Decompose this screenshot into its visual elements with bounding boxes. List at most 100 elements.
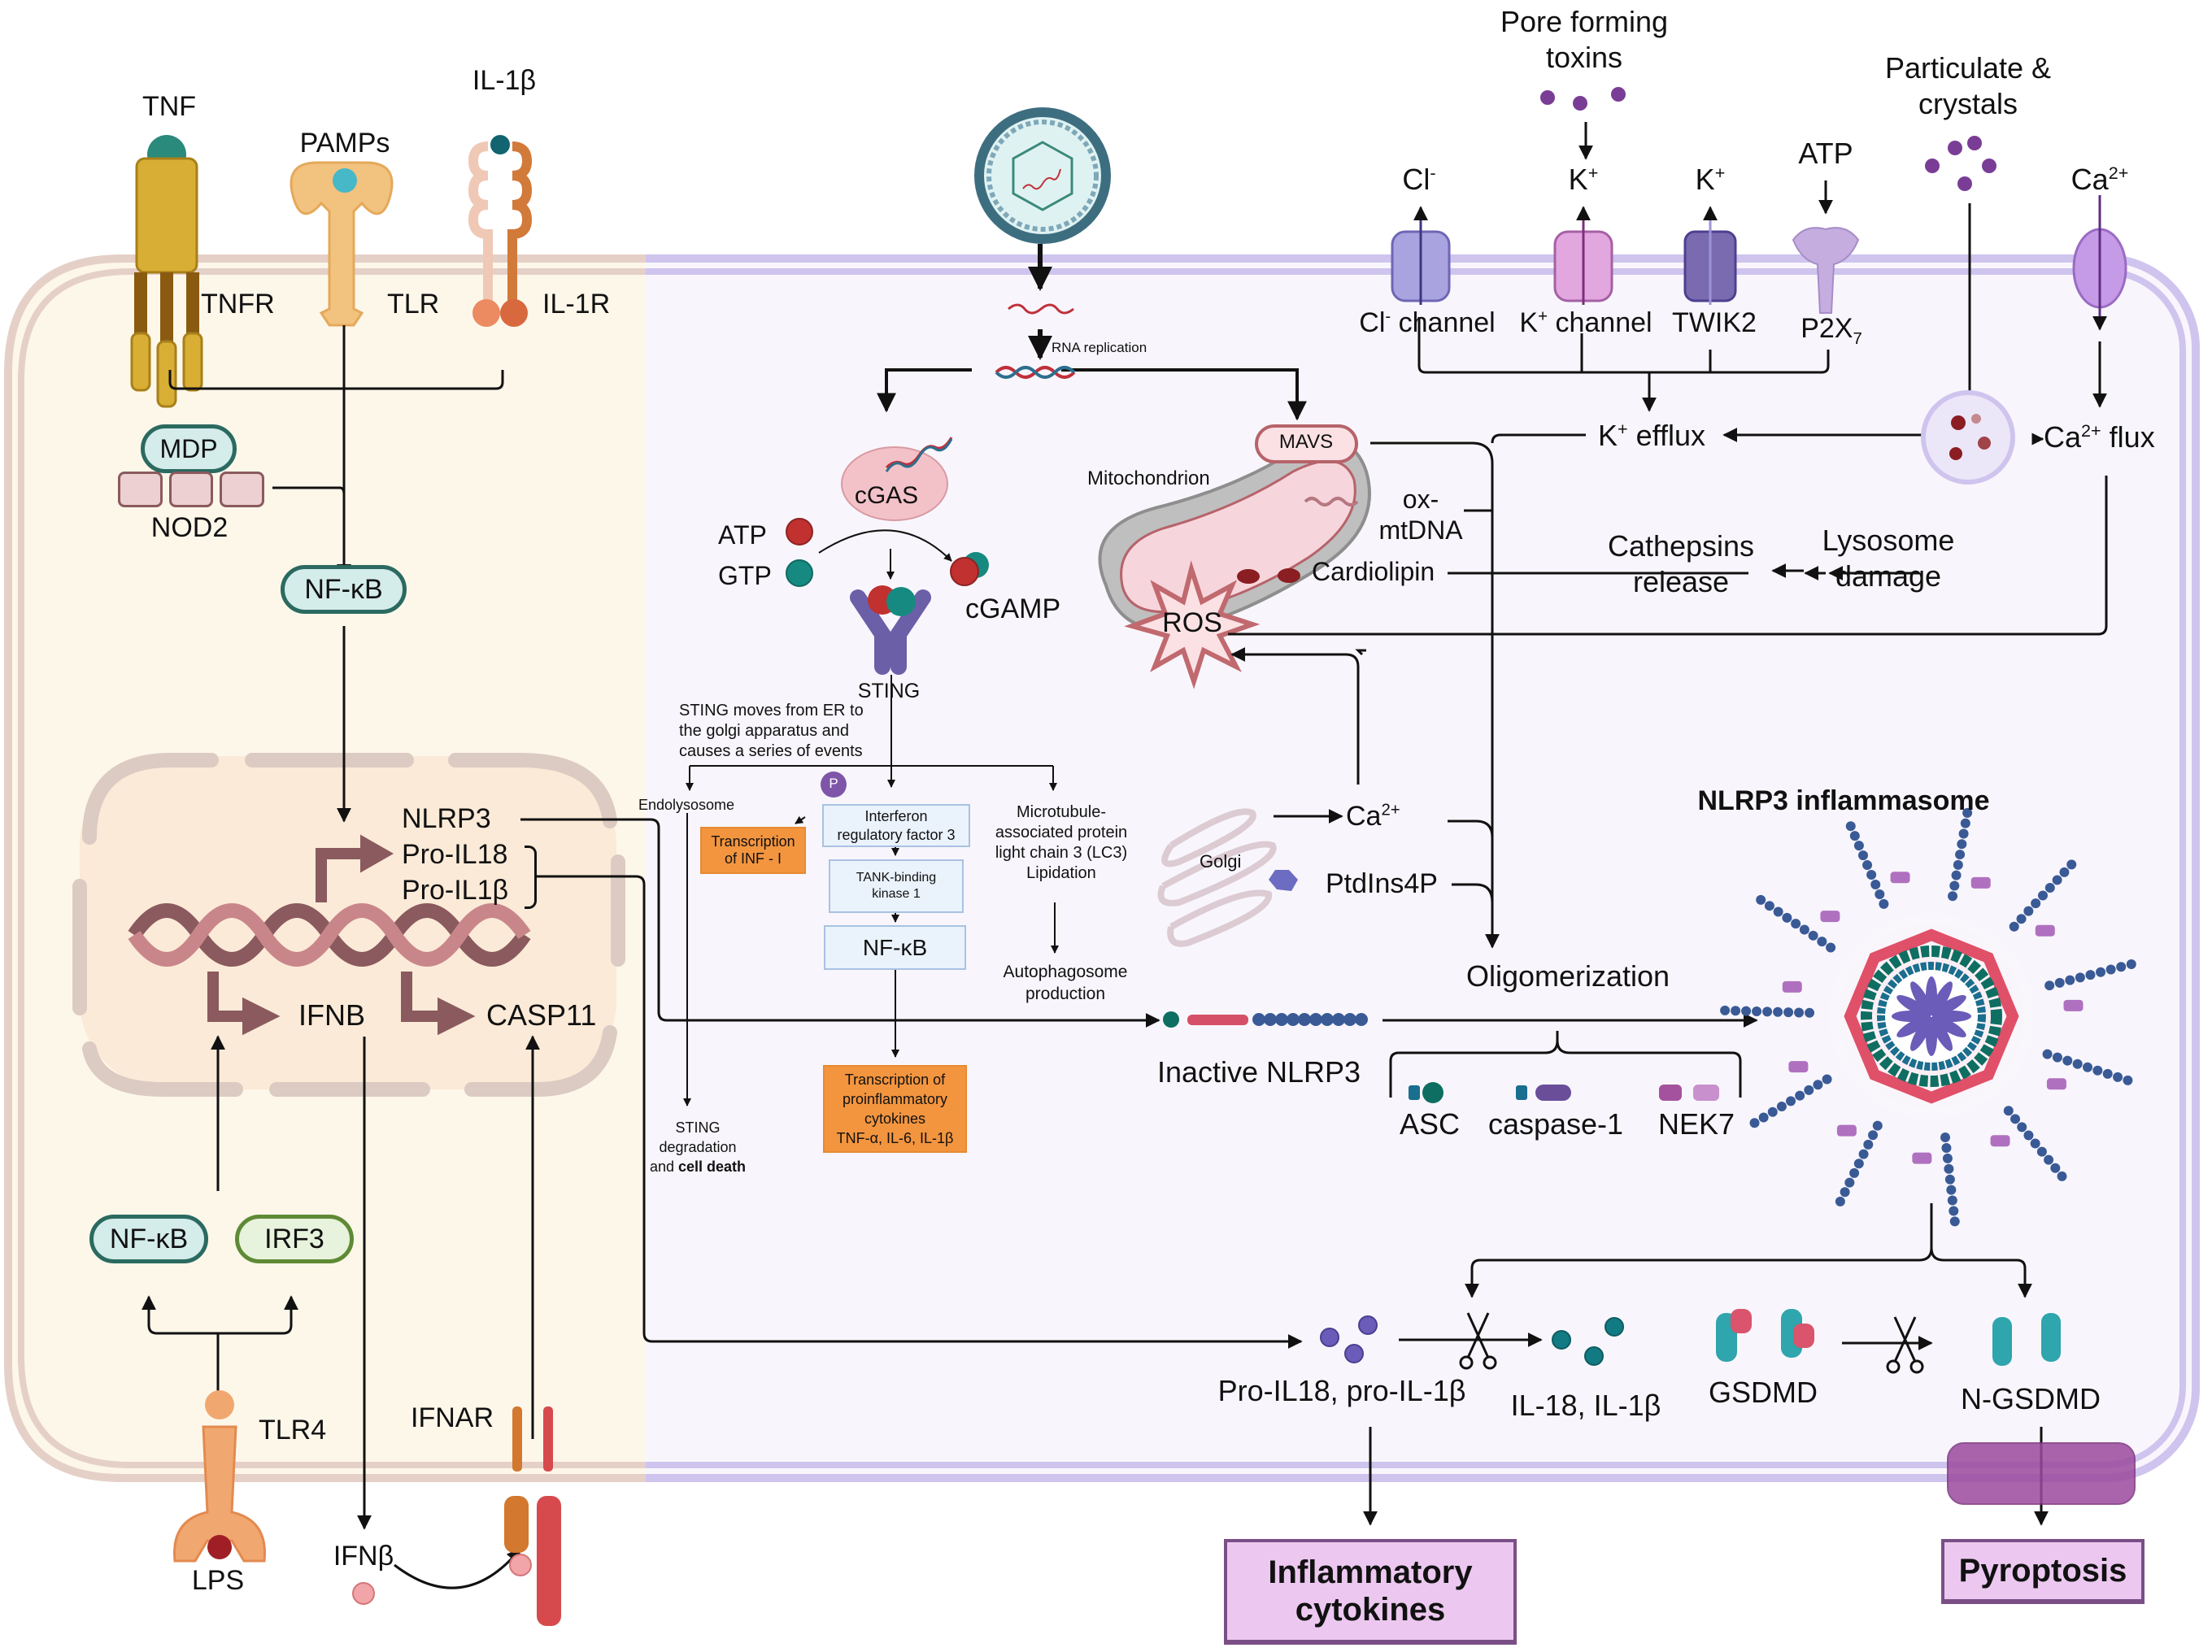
scissors-icon (1459, 1312, 1497, 1370)
inflammasome-arm (1912, 1132, 1960, 1227)
lc3-label: Microtubule- associated protein light ch… (995, 802, 1127, 884)
il1b-label: IL-1β (472, 65, 537, 96)
golgi-ca-label: Ca2+ (1346, 801, 1400, 833)
sting-degradation-line: STING (675, 1119, 721, 1136)
nlrp3-domain-bead (1853, 1159, 1864, 1169)
nlrp3-domain-bead (1948, 891, 1958, 902)
atp-label: ATP (718, 520, 767, 550)
inflammasome-petal (1910, 981, 1932, 1016)
nlrp3-domain-bead (1951, 870, 1962, 880)
nlrp3-domain-bead (1849, 831, 1860, 841)
dna-helix (128, 903, 531, 967)
transcription-inf-box: Transcription of INF - I (700, 827, 806, 874)
sting-note-line: the golgi apparatus and (679, 722, 850, 740)
cgas-label: cGAS (854, 482, 919, 509)
nlrp3-domain-bead (1813, 1080, 1823, 1090)
nlrp3-domain-bead (1808, 930, 1818, 941)
gene-arrows (207, 834, 476, 1036)
nlrp3-domain-bead (2037, 890, 2048, 901)
nlrp3-domain-bead (1946, 1185, 1957, 1195)
nlrp3-domain-bead (1773, 1006, 1783, 1017)
nlrp3-domain-bead (2059, 867, 2070, 877)
nlrp3-domain-bead (1866, 870, 1877, 880)
virus-particle (974, 107, 1111, 244)
nlrp3-domain-bead (2113, 1072, 2123, 1082)
tnfr-receptor (130, 135, 203, 408)
nlrp3-domain-bead (1791, 919, 1801, 929)
ion-text: Cl (1402, 163, 1430, 196)
pro-cytokine-molecules (1320, 1315, 1378, 1363)
irf3-box-line: regulatory factor 3 (837, 826, 956, 843)
k-channel (1553, 206, 1613, 305)
lps-label: LPS (191, 1565, 245, 1596)
k-ion-label-2: K+ (1696, 163, 1726, 196)
channel-name: K (1519, 307, 1539, 338)
gene-casp11: CASP11 (486, 998, 597, 1032)
inflammasome-title: NLRP3 inflammasome (1697, 785, 1990, 816)
channel-suffix: channel (1548, 307, 1652, 338)
nlrp3-domain-bead (2036, 1146, 2047, 1157)
inflammasome-petal (1931, 1016, 1953, 1051)
inflammasome-arm (1835, 1120, 1883, 1206)
nlrp3-domain-bead (1844, 1177, 1855, 1188)
lc3-line: light chain 3 (LC3) (995, 844, 1128, 862)
mavs-protein (1255, 424, 1358, 463)
nlrp3-domain-bead (2062, 1055, 2073, 1066)
atp-molecule (786, 518, 813, 546)
sting-note: STING moves from ER to the golgi apparat… (679, 701, 864, 762)
ion-sup: + (1587, 163, 1599, 183)
nlrp3-domain-bead (1958, 828, 1969, 839)
inflammatory-line: cytokines (1295, 1592, 1446, 1628)
toxin-particles (1540, 87, 1626, 111)
k-efflux-label: K+ efflux (1598, 419, 1705, 452)
virus-path-arrows (877, 244, 1307, 421)
nlrp3-domain-bead (1857, 850, 1868, 861)
n-gsdmd-protein (1992, 1313, 2061, 1366)
ros-burst (1124, 560, 1261, 689)
nek7-subunit (1788, 1061, 1809, 1073)
nlrp3-domain-bead (2030, 1138, 2040, 1149)
nlrp3-domain-bead (2123, 1075, 2133, 1085)
nlrp3-domain-bead (2075, 972, 2085, 983)
p2x7-receptor (1792, 227, 1860, 314)
p2x7-label: P2X7 (1801, 313, 1862, 349)
nlrp3-domain-bead (1944, 1174, 1955, 1185)
golgi-apparatus (1157, 808, 1277, 947)
nek7-subunit (1912, 1152, 1932, 1164)
autophagosome-line: Autophagosome (1003, 963, 1128, 981)
inflammasome-petal (1931, 1015, 1966, 1037)
gene-bracket (525, 846, 537, 909)
nlrp3-domain-bead (2057, 1171, 2067, 1181)
nlrp3-domain-bead (1782, 912, 1792, 923)
phospho-label: P (829, 776, 838, 791)
lc3-line: Microtubule- (1016, 803, 1107, 821)
cell-death-prefix: and (649, 1159, 679, 1175)
nlrp3-domain-bead (1940, 1132, 1950, 1143)
transcription-cytokines-line: Transcription of (844, 1072, 946, 1088)
gsdmd-pore (1947, 1442, 2136, 1505)
pamps-label: PAMPs (299, 128, 390, 159)
transcription-cytokines-line: proinflammatory (842, 1091, 948, 1107)
nlrp3-domain-bead (1756, 894, 1766, 905)
transcription-inf-line: of INF - I (724, 850, 782, 867)
nlrp3-domain-bead (2054, 977, 2065, 988)
channel-sub: 7 (1853, 329, 1862, 348)
inflammasome-petal (1931, 995, 1966, 1017)
mitochondrion-label: Mitochondrion (1087, 467, 1210, 490)
nlrp3-domain-bead (2031, 898, 2041, 909)
lc3-line: associated protein (995, 824, 1128, 841)
ox-mtdna-line: mtDNA (1378, 515, 1463, 545)
inflammasome-petal (1896, 1015, 1931, 1037)
ca-sup: 2+ (2081, 420, 2101, 441)
ifnar-label: IFNAR (411, 1402, 494, 1433)
cathepsins-line: Cathepsins (1607, 529, 1755, 563)
ion-sup: 2+ (2108, 163, 2129, 183)
ion-text: K (1695, 163, 1715, 196)
nlrp3-domain-bead (2116, 962, 2127, 972)
ca-sup: 2+ (1381, 801, 1400, 819)
nlrp3-domain-bead (1720, 1005, 1731, 1015)
nlrp3-domain-bead (1845, 821, 1856, 832)
nlrp3-domain-bead (2050, 1163, 2061, 1173)
asc-label: ASC (1399, 1107, 1461, 1141)
